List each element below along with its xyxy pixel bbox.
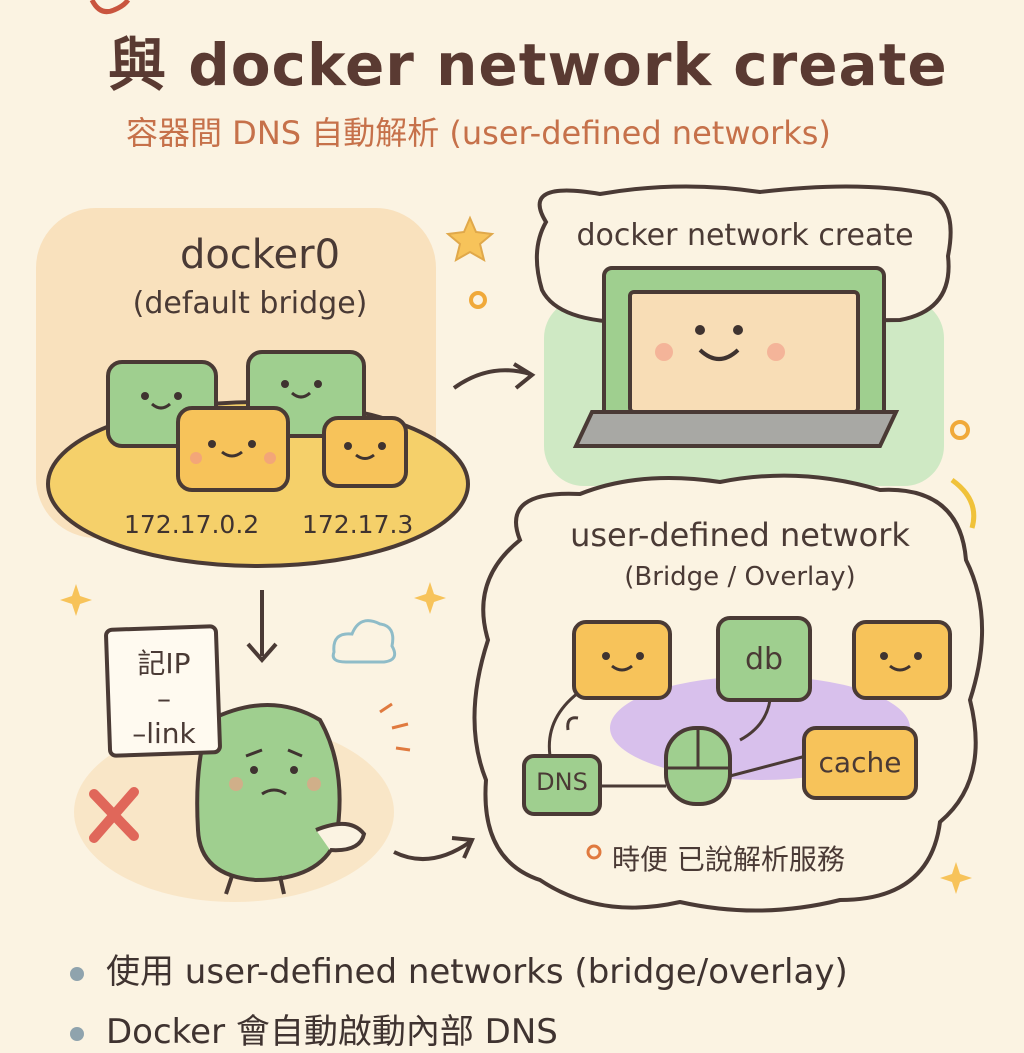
docker0-title: docker0 — [179, 232, 341, 278]
command-label: docker network create — [576, 218, 914, 253]
sparkle-icon — [940, 862, 972, 894]
bullet-1: 使用 user-defined networks (bridge/overlay… — [70, 944, 848, 993]
bullet-dot — [70, 966, 84, 981]
dns-box — [522, 754, 602, 816]
bullet-1-text: 使用 user-defined networks (bridge/overlay… — [106, 952, 848, 992]
swirl-icon — [950, 477, 977, 529]
network-title: user-defined network — [570, 516, 910, 554]
cache-label: cache — [818, 746, 902, 779]
ring-icon — [469, 291, 487, 309]
star-icon — [445, 215, 495, 263]
network-caption: 時便 已說解析服務 — [612, 843, 845, 876]
db-label: db — [744, 642, 784, 677]
shake-lines — [379, 702, 411, 752]
bullet-2: Docker 會自動啟動內部 DNS — [70, 1004, 558, 1053]
note-line-3: –link — [132, 717, 196, 750]
ring-icon — [950, 420, 970, 440]
note-line-2: – — [157, 682, 171, 715]
arrow-to-network — [393, 840, 472, 862]
docker0-subtitle: (default bridge) — [132, 286, 368, 321]
container-orange-2 — [322, 416, 408, 488]
ip-label-2: 172.17.3 — [302, 510, 414, 539]
sparkle-icon — [60, 584, 92, 616]
ip-label-1: 172.17.0.2 — [124, 510, 260, 539]
container-orange-4 — [852, 620, 952, 700]
network-subtitle: (Bridge / Overlay) — [624, 562, 856, 592]
arrow-to-laptop — [452, 368, 531, 390]
db-box — [716, 616, 812, 702]
bullet-dot — [70, 1026, 84, 1041]
cache-box — [802, 726, 918, 800]
bullet-2-text: Docker 會自動啟動內部 DNS — [106, 1012, 558, 1052]
container-orange-3 — [572, 620, 672, 700]
note-text: 記IP – –link — [112, 646, 216, 751]
x-mark — [89, 787, 139, 843]
note-line-1: 記IP — [137, 647, 191, 680]
sparkle-icon — [414, 582, 446, 614]
sad-character — [74, 703, 394, 902]
laptop — [572, 266, 900, 448]
mouse — [664, 726, 732, 806]
dns-label: DNS — [536, 768, 588, 796]
container-orange-1 — [176, 406, 290, 492]
note-card — [104, 624, 222, 758]
small-cloud — [331, 619, 397, 664]
decor-swirl — [89, 0, 131, 15]
diagram-canvas — [36, 0, 985, 913]
page-subtitle: 容器間 DNS 自動解析 (user-defined networks) — [126, 114, 831, 152]
page-title: 與 docker network create — [108, 31, 948, 99]
